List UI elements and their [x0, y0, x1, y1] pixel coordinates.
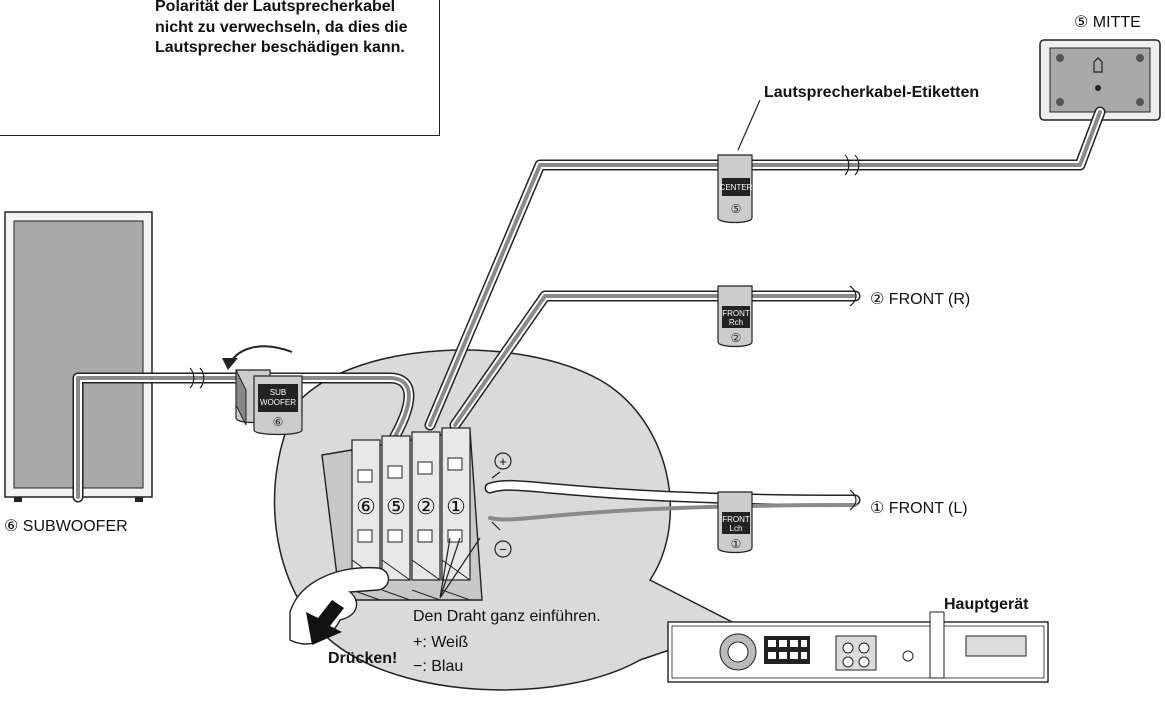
- tag-sub-line2: WOOFER: [260, 398, 296, 407]
- tag-front-l: FRONT Lch ①: [717, 491, 753, 554]
- insert-wire-instruction: Den Draht ganz einführen.: [413, 608, 601, 625]
- terminal-numbers: ⑥ ⑤ ② ①: [356, 494, 466, 519]
- pointer-lines: [439, 99, 761, 599]
- terminal-number-5: ⑤: [386, 494, 406, 519]
- terminal-number-6: ⑥: [356, 494, 376, 519]
- tag-front-r: FRONT Rch ②: [717, 285, 753, 348]
- cable-breaks: [189, 154, 860, 511]
- main-unit-label: Hauptgerät: [944, 596, 1029, 613]
- main-unit: [667, 611, 1049, 683]
- warning-box: Polarität der Lautsprecherkabel nicht zu…: [0, 0, 440, 136]
- press-arrow: [306, 600, 344, 645]
- tag-center: CENTER ⑤: [717, 154, 753, 224]
- warning-text: Polarität der Lautsprecherkabel nicht zu…: [155, 0, 408, 56]
- polarity-symbols: + −: [494, 452, 512, 558]
- center-speaker: [1039, 39, 1161, 121]
- tag-sub: SUB WOOFER ⑥: [222, 345, 303, 436]
- terminal-block: [321, 427, 483, 601]
- plus-symbol: +: [499, 454, 507, 469]
- cable-labels-label: Lautsprecherkabel-Etiketten: [764, 84, 980, 101]
- subwoofer-label: ⑥ SUBWOOFER: [4, 518, 128, 535]
- center-speaker-label: ⑤ MITTE: [1074, 14, 1141, 31]
- tag-front-r-line1: FRONT: [722, 309, 750, 318]
- tag-front-l-line2: Lch: [730, 524, 743, 533]
- front-l-label: ① FRONT (L): [870, 500, 968, 517]
- terminal-number-1: ①: [446, 494, 466, 519]
- minus-blue-legend: −: Blau: [413, 658, 464, 675]
- tag-center-num: ⑤: [731, 202, 742, 216]
- front-r-label: ② FRONT (R): [870, 291, 971, 308]
- press-label: Drücken!: [328, 650, 398, 667]
- tag-sub-num: ⑥: [273, 415, 284, 429]
- plus-white-legend: +: Weiß: [413, 634, 469, 651]
- tag-front-r-num: ②: [731, 331, 742, 345]
- tag-center-line1: CENTER: [720, 183, 753, 192]
- subwoofer-speaker: [0, 210, 153, 502]
- terminal-number-2: ②: [416, 494, 436, 519]
- tag-sub-line1: SUB: [270, 388, 286, 397]
- minus-symbol: −: [499, 542, 507, 557]
- tag-front-r-line2: Rch: [729, 318, 743, 327]
- tag-front-l-line1: FRONT: [722, 515, 750, 524]
- tag-front-l-num: ①: [731, 537, 742, 551]
